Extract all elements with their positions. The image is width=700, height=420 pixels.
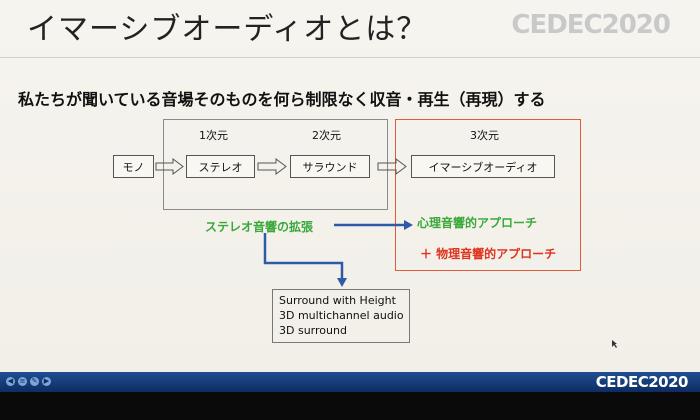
hollow-arrow-icon [257,158,287,175]
slide-subtitle: 私たちが聞いている音場そのものを何ら制限なく収音・再生（再現）する [18,90,546,109]
dimension-2-label: 2次元 [312,129,341,142]
next-icon[interactable]: ▶ [42,377,51,386]
info-line: 3D surround [279,324,347,337]
stereo-extension-label: ステレオ音響の拡張 [205,220,314,234]
stereo-box: ステレオ [186,155,255,178]
pen-icon[interactable]: ✎ [30,377,39,386]
slide-nav-controls: ◀ ≡ ✎ ▶ [6,377,51,386]
psycho-approach-label: 心理音響的アプローチ [417,216,538,230]
hollow-arrow-icon [155,158,184,175]
diagram-arrows [155,158,617,348]
dimension-3-label: 3次元 [470,129,499,142]
physical-approach-label: ＋ 物理音響的アプローチ [420,247,557,261]
surround-box: サラウンド [290,155,370,178]
title-divider [0,57,700,58]
immersive-label: イマーシブオーディオ [428,160,538,174]
menu-icon[interactable]: ≡ [18,377,27,386]
slide: イマーシブオーディオとは？ CEDEC2020 私たちが聞いている音場そのものを… [0,0,700,372]
info-line: 3D multichannel audio [279,309,404,322]
surround-label: サラウンド [302,160,358,174]
prev-icon[interactable]: ◀ [6,377,15,386]
info-line: Surround with Height [279,294,396,307]
slide-title: イマーシブオーディオとは？ [27,12,428,47]
info-box: Surround with Height 3D multichannel aud… [272,289,410,343]
arrow-right-icon [404,220,413,230]
arrow-down-icon [337,278,347,287]
cursor-icon [612,340,617,348]
immersive-box: イマーシブオーディオ [411,155,555,178]
cedec-logo-top: CEDEC2020 [511,10,671,40]
letterbox-bar [0,392,700,420]
dimension-3-frame [395,119,581,271]
dimension-1-label: 1次元 [199,129,228,142]
dimension-1-2-frame [163,119,388,210]
stereo-label: ステレオ [198,160,243,174]
cedec-logo-bottom: CEDEC2020 [595,373,689,391]
hollow-arrow-icon [377,158,407,175]
mono-box: モノ [113,155,154,178]
presentation-bar: ◀ ≡ ✎ ▶ CEDEC2020 [0,372,700,392]
mono-label: モノ [122,160,145,174]
